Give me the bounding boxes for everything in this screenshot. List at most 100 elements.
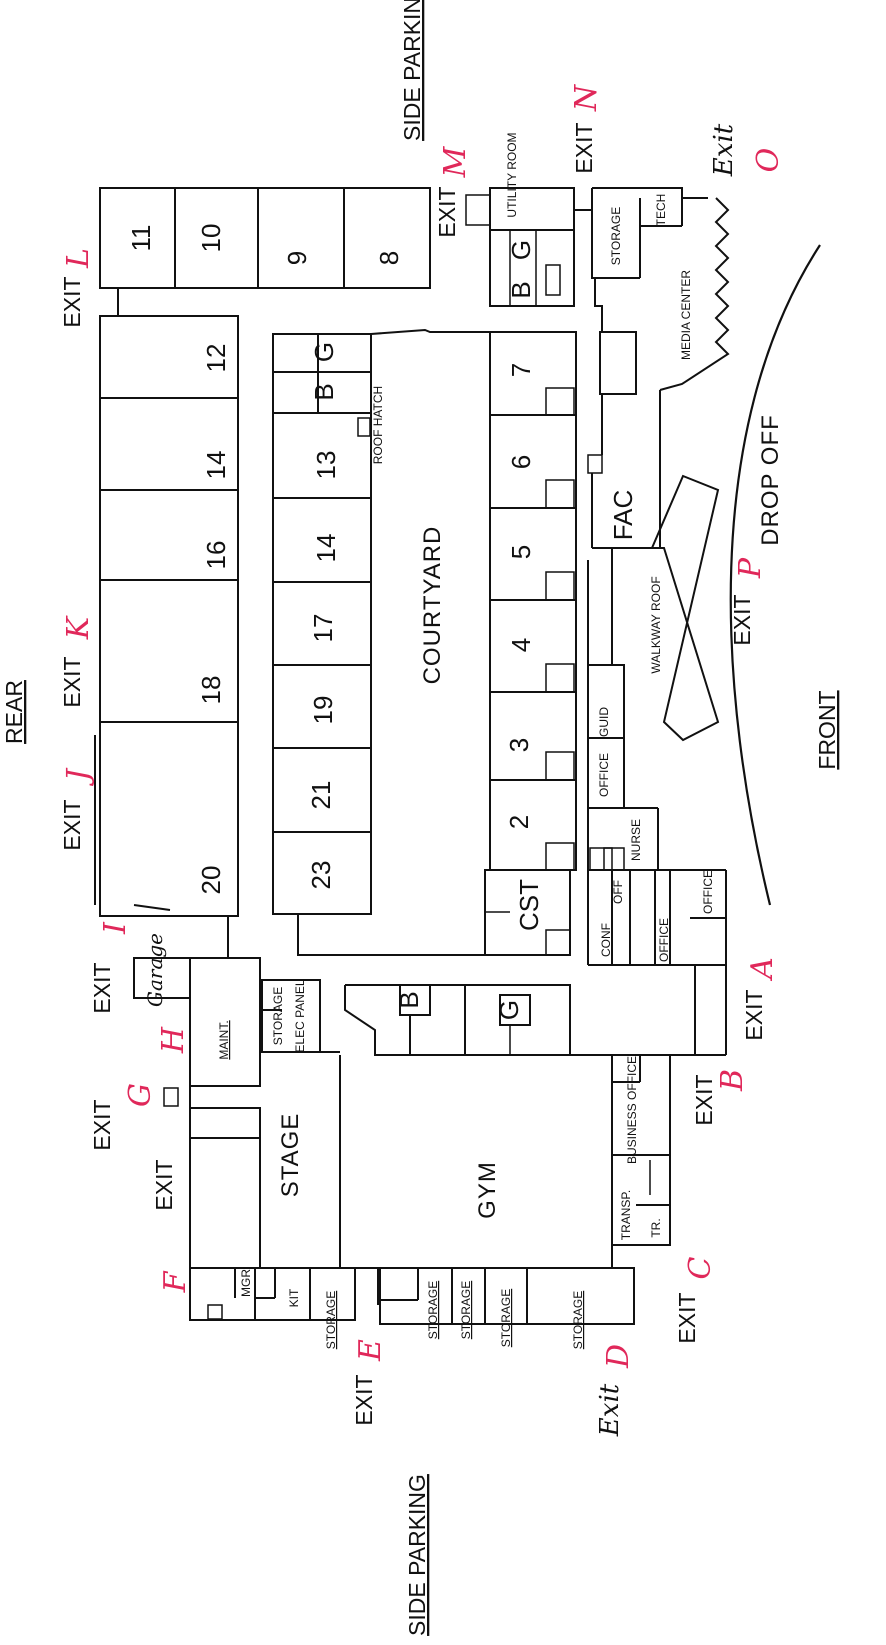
exit-letter-e: E (353, 1339, 388, 1362)
room-8-label: 8 (374, 251, 404, 265)
exit-o-word: Exit (709, 123, 739, 177)
building-outlines (94, 187, 730, 1325)
orientation-labels: SIDE PARKING REAR FRONT DROP OFF SIDE PA… (1, 0, 840, 1636)
exit-letter-i: I (98, 921, 133, 935)
storage-maint-label: STORAGE (271, 987, 285, 1045)
exit-letter-o: O (751, 148, 786, 173)
room-9-label: 9 (282, 251, 312, 265)
exit-letter-h: H (156, 1026, 191, 1054)
utility-room-label: UTILITY ROOM (505, 132, 519, 217)
exit-letter-j: J (61, 767, 96, 787)
room-13-label: 13 (311, 451, 341, 480)
rear-label: REAR (1, 680, 27, 744)
room-b-upper-label: B (309, 383, 339, 400)
room-g-utility-label: G (506, 240, 536, 260)
room-12-label: 12 (201, 344, 231, 373)
tr-label: TR. (649, 1218, 663, 1237)
exit-k-word: EXIT (59, 656, 85, 707)
room-23-label: 23 (306, 861, 336, 890)
roof-hatch-label-1: ROOF HATCH (371, 386, 385, 464)
office-conf-label: OFFICE (657, 918, 671, 962)
room-14-rear-label: 14 (201, 451, 231, 480)
kit-label: KIT (287, 1288, 301, 1307)
storage-lower-1-label: STORAGE (426, 1281, 440, 1339)
room-5-label: 5 (506, 545, 536, 559)
media-center-label: MEDIA CENTER (679, 270, 693, 360)
room-block-8-11 (99, 187, 431, 289)
cst-label: CST (514, 879, 544, 931)
room-b-utility-label: B (506, 281, 536, 298)
storage-lower-3-label: STORAGE (499, 1289, 513, 1347)
exit-j-word: EXIT (59, 799, 85, 850)
room-16-label: 16 (201, 541, 231, 570)
exit-letter-d: D (601, 1344, 636, 1369)
fac-label: FAC (608, 490, 638, 541)
exit-letter-m: M (438, 145, 473, 178)
room-2-label: 2 (504, 815, 534, 829)
exit-i-word: EXIT (89, 962, 115, 1013)
exit-letter-k: K (61, 615, 96, 640)
rear-hall-block (99, 315, 239, 917)
garage-label: Garage (143, 933, 167, 1007)
room-4-label: 4 (506, 638, 536, 652)
transp-label: TRANSP. (619, 1190, 633, 1240)
courtyard-label: COURTYARD (419, 526, 446, 685)
exit-b-word: EXIT (691, 1074, 717, 1125)
exit-letter-g: G (123, 1083, 158, 1107)
room-17-label: 17 (308, 614, 338, 643)
walkway-roof-label: WALKWAY ROOF (649, 576, 663, 673)
maint-label: MAINT. (217, 1020, 231, 1059)
exit-letter-b: B (715, 1069, 750, 1092)
exit-m-word: EXIT (434, 186, 460, 237)
off-label: OFF (611, 880, 625, 904)
business-office-label: BUSINESS OFFICE (625, 1056, 639, 1164)
room-g-upper-label: G (309, 342, 339, 362)
exit-d-word: Exit (595, 1383, 625, 1437)
elec-panel-label: ELEC PANEL (293, 979, 307, 1052)
exit-c-word: EXIT (674, 1292, 700, 1343)
guid-label: GUID (597, 707, 611, 737)
exit-stage-word: EXIT (151, 1159, 177, 1210)
exit-n-word: EXIT (571, 122, 597, 173)
storage-upper-label: STORAGE (609, 207, 623, 265)
room-18-label: 18 (196, 676, 226, 705)
room-14-inner-label: 14 (311, 534, 341, 563)
storage-lower-4-label: STORAGE (571, 1291, 585, 1349)
inner-hall-block (272, 333, 372, 915)
exit-g-word: EXIT (89, 1099, 115, 1150)
tech-label: TECH (654, 194, 668, 227)
exit-letter-l: L (61, 248, 96, 269)
mgr-label: MGR (239, 1269, 253, 1297)
exit-letter-a: A (745, 957, 780, 982)
exit-letter-c: C (683, 1256, 718, 1279)
office-front-label: OFFICE (701, 870, 715, 914)
room-21-label: 21 (306, 781, 336, 810)
room-7-label: 7 (506, 363, 536, 377)
room-6-label: 6 (506, 455, 536, 469)
exit-p-word: EXIT (729, 594, 755, 645)
room-10-label: 10 (196, 224, 226, 253)
storage-kit-label: STORAGE (324, 1291, 338, 1349)
exit-a-word: EXIT (741, 989, 767, 1040)
front-label: FRONT (814, 690, 840, 769)
stage-label: STAGE (277, 1113, 304, 1198)
room-20-label: 20 (196, 866, 226, 895)
room-19-label: 19 (308, 696, 338, 725)
side-parking-top: SIDE PARKING (399, 0, 425, 141)
gym-label: GYM (474, 1161, 501, 1219)
room-g-lower-label: G (494, 1000, 524, 1020)
side-parking-bottom: SIDE PARKING (404, 1474, 430, 1636)
exit-letter-p: P (733, 557, 768, 579)
front-drive-curve (729, 244, 821, 906)
storage-lower-2-label: STORAGE (459, 1281, 473, 1339)
exit-letters: L K J I H G F E D C B A P M N O (61, 83, 786, 1369)
exit-labels: EXIT EXIT EXIT EXIT EXIT EXIT EXIT Exit … (59, 122, 767, 1437)
exit-e-word: EXIT (351, 1374, 377, 1425)
exit-l-word: EXIT (59, 276, 85, 327)
exit-letter-n: N (569, 83, 604, 112)
drop-off-label: DROP OFF (757, 414, 784, 546)
office-guid-label: OFFICE (597, 753, 611, 797)
room-labels: 11 10 9 8 12 14 16 18 20 G B ROOF HATCH … (126, 132, 715, 1349)
